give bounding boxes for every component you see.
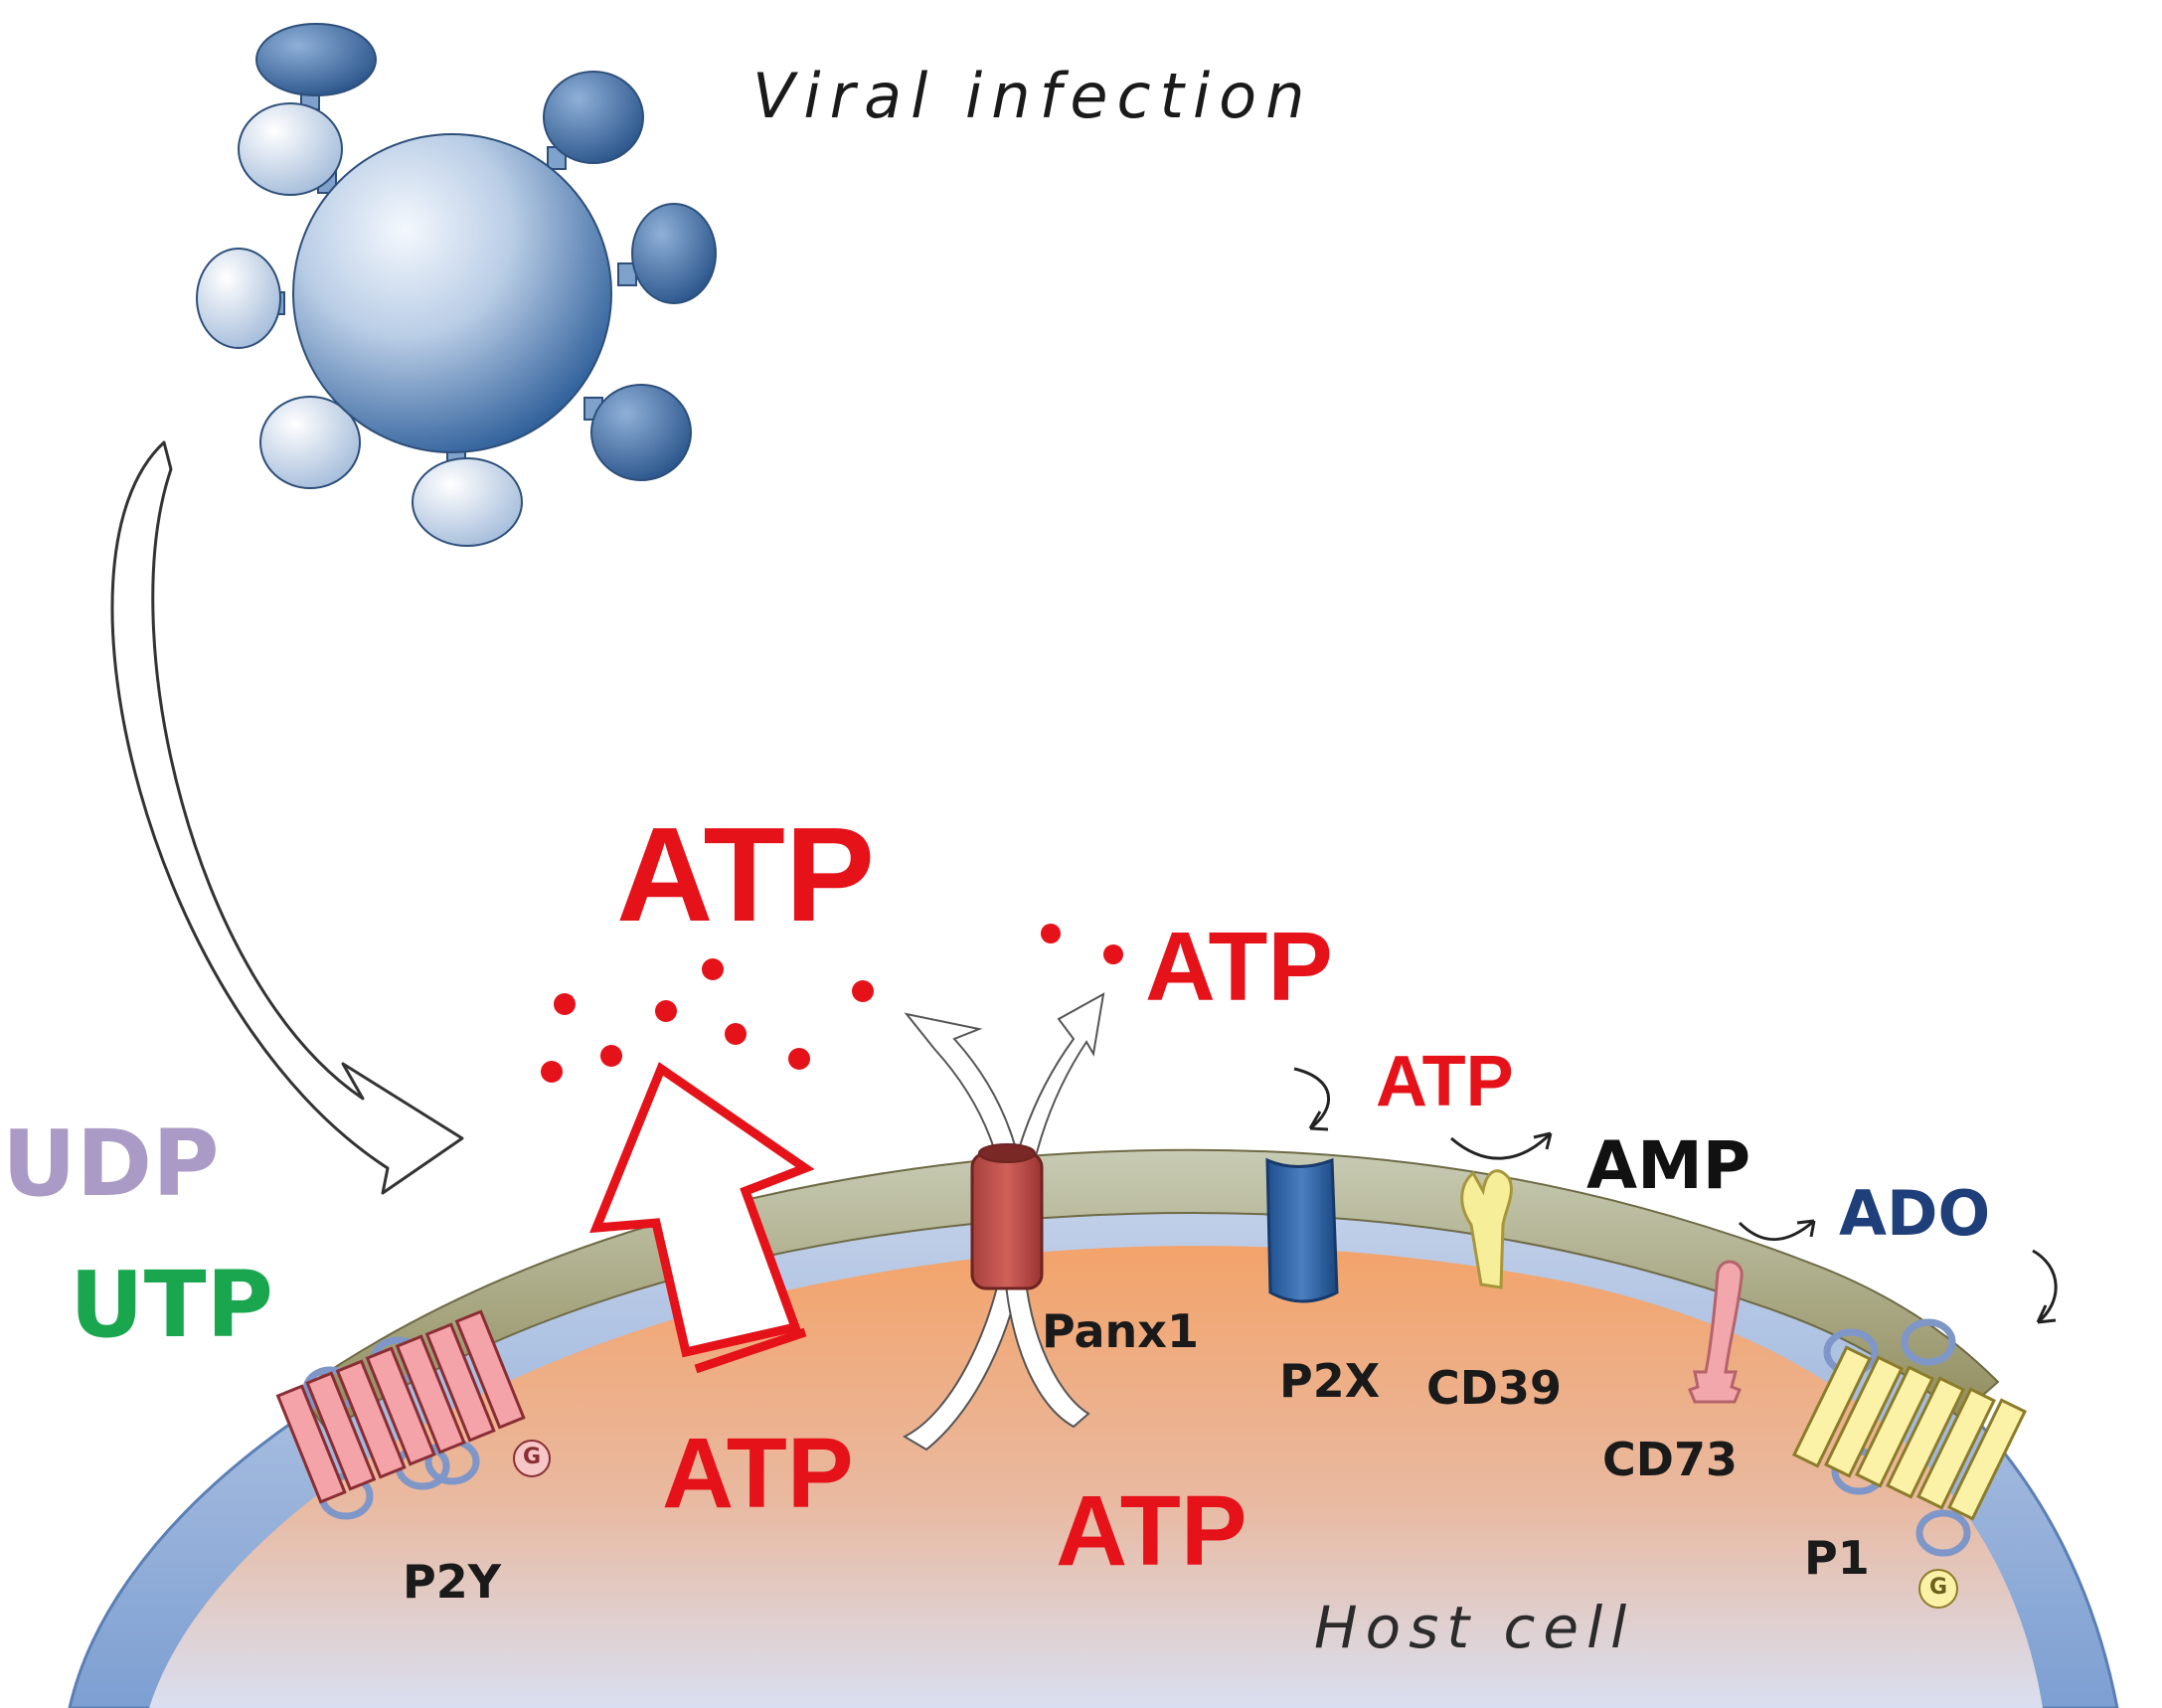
panx1-label: Panx1 bbox=[1042, 1304, 1199, 1358]
udp-label: UDP bbox=[2, 1110, 220, 1217]
p2y-label: P2Y bbox=[403, 1555, 502, 1609]
arrow-ado-to-p1 bbox=[2032, 1249, 2058, 1324]
g-protein-p1 bbox=[1918, 1569, 1958, 1609]
utp-label: UTP bbox=[70, 1252, 273, 1358]
cd73-enzyme bbox=[1688, 1260, 1744, 1404]
cd73-label: CD73 bbox=[1602, 1433, 1738, 1486]
atp-molecules bbox=[541, 924, 1123, 1083]
atp-label-p2x: ATP bbox=[1376, 1042, 1514, 1121]
atp-label-intracellular-2: ATP bbox=[1056, 1475, 1247, 1587]
virus-capsid bbox=[292, 133, 612, 453]
p1-receptor bbox=[1792, 1318, 2027, 1609]
g-protein-p1-label: G bbox=[1929, 1575, 1948, 1600]
virus-spikes bbox=[196, 23, 717, 547]
cd39-enzyme bbox=[1460, 1169, 1513, 1289]
host-cell-label: Host cell bbox=[1314, 1594, 1635, 1661]
p1-label: P1 bbox=[1804, 1531, 1870, 1585]
g-protein-p2y-label: G bbox=[523, 1445, 542, 1469]
cd39-label: CD39 bbox=[1426, 1361, 1562, 1415]
p2x-receptor bbox=[1265, 1157, 1339, 1303]
diagram-title: Viral infection bbox=[752, 60, 1314, 132]
arrow-atp-to-p2x bbox=[1293, 1067, 1331, 1130]
atp-release-arrow bbox=[589, 1062, 815, 1374]
p2y-receptor bbox=[275, 1309, 551, 1520]
ado-label: ADO bbox=[1839, 1177, 1991, 1250]
amp-label: AMP bbox=[1586, 1127, 1751, 1204]
p2x-label: P2X bbox=[1279, 1354, 1381, 1408]
panx1-channel bbox=[902, 992, 1105, 1452]
virus-particle bbox=[196, 23, 717, 547]
atp-label-extracellular: ATP bbox=[1145, 912, 1333, 1021]
conversion-arrows bbox=[1293, 1067, 2058, 1324]
arrow-amp-to-ado bbox=[1738, 1219, 1815, 1242]
atp-label-intracellular-1: ATP bbox=[662, 1418, 854, 1529]
infection-arrow bbox=[110, 440, 464, 1195]
g-protein-p2y bbox=[513, 1440, 551, 1477]
atp-label-large: ATP bbox=[616, 799, 875, 949]
cytoplasm bbox=[149, 1246, 2043, 1708]
arrow-atp-to-amp bbox=[1450, 1131, 1553, 1160]
